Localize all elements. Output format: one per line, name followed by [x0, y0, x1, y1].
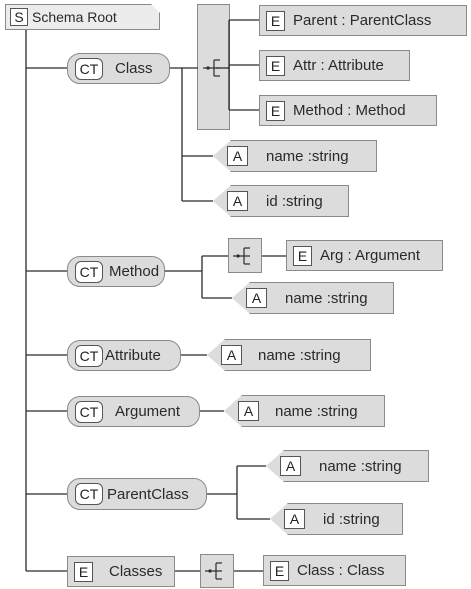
attribute-parentclass-name-label: name :string: [319, 457, 402, 475]
element-badge: E: [293, 245, 312, 266]
attribute-badge: A: [246, 288, 267, 308]
attribute-parentclass-id[interactable]: A id :string: [270, 503, 403, 535]
complex-type-parentclass-label: ParentClass: [107, 485, 189, 503]
complex-type-badge: CT: [75, 57, 103, 80]
complex-type-class-label: Class: [115, 60, 153, 77]
schema-root-label: Schema Root: [32, 9, 117, 25]
element-attr[interactable]: E Attr : Attribute: [259, 50, 410, 81]
element-class-class-label: Class : Class: [297, 562, 385, 579]
complex-type-badge: CT: [75, 483, 103, 505]
attribute-badge: A: [238, 401, 259, 421]
element-classes-label: Classes: [109, 563, 163, 580]
complex-type-method-label: Method: [109, 263, 160, 280]
element-arg[interactable]: E Arg : Argument: [286, 240, 443, 271]
complex-type-badge: CT: [75, 260, 103, 283]
attribute-class-id[interactable]: A id :string: [213, 185, 349, 217]
attribute-class-name[interactable]: A name :string: [213, 140, 377, 172]
attribute-attribute-name[interactable]: A name :string: [207, 339, 371, 371]
complex-type-method[interactable]: CT Method: [67, 256, 165, 287]
attribute-badge: A: [227, 191, 248, 211]
schema-badge: S: [10, 8, 28, 26]
element-badge: E: [266, 100, 285, 121]
element-classes[interactable]: E Classes: [67, 556, 175, 587]
attribute-class-name-label: name :string: [266, 147, 349, 165]
attribute-badge: A: [284, 509, 305, 529]
element-parent[interactable]: E Parent : ParentClass: [259, 5, 467, 36]
element-attr-label: Attr : Attribute: [293, 57, 384, 74]
element-class-class[interactable]: E Class : Class: [263, 555, 406, 586]
complex-type-attribute[interactable]: CT Attribute: [67, 340, 181, 371]
sequence-icon: [233, 247, 250, 265]
complex-type-argument[interactable]: CT Argument: [67, 396, 200, 427]
element-parent-label: Parent : ParentClass: [293, 12, 432, 29]
element-arg-label: Arg : Argument: [320, 247, 421, 264]
schema-root[interactable]: S Schema Root: [5, 4, 160, 30]
element-badge: E: [266, 10, 285, 31]
attribute-argument-name-label: name :string: [275, 402, 358, 420]
complex-type-badge: CT: [75, 344, 103, 367]
sequence-icon: [203, 59, 220, 77]
complex-type-parentclass[interactable]: CT ParentClass: [67, 478, 207, 510]
attribute-method-name-label: name :string: [285, 289, 368, 307]
attribute-badge: A: [227, 146, 248, 166]
attribute-argument-name[interactable]: A name :string: [224, 395, 385, 427]
attribute-method-name[interactable]: A name :string: [232, 282, 394, 314]
attribute-badge: A: [221, 345, 242, 365]
attribute-parentclass-name[interactable]: A name :string: [266, 450, 429, 482]
element-method-label: Method : Method: [293, 102, 406, 119]
complex-type-badge: CT: [75, 400, 103, 423]
element-badge: E: [74, 561, 93, 582]
element-badge: E: [266, 55, 285, 76]
complex-type-argument-label: Argument: [115, 403, 181, 420]
attribute-class-id-label: id :string: [266, 192, 323, 210]
element-badge: E: [270, 560, 289, 581]
sequence-icon: [205, 562, 222, 580]
complex-type-attribute-label: Attribute: [105, 347, 161, 364]
attribute-attribute-name-label: name :string: [258, 346, 341, 364]
attribute-badge: A: [280, 456, 301, 476]
attribute-parentclass-id-label: id :string: [323, 510, 380, 528]
element-method[interactable]: E Method : Method: [259, 95, 437, 126]
complex-type-class[interactable]: CT Class: [67, 53, 170, 84]
